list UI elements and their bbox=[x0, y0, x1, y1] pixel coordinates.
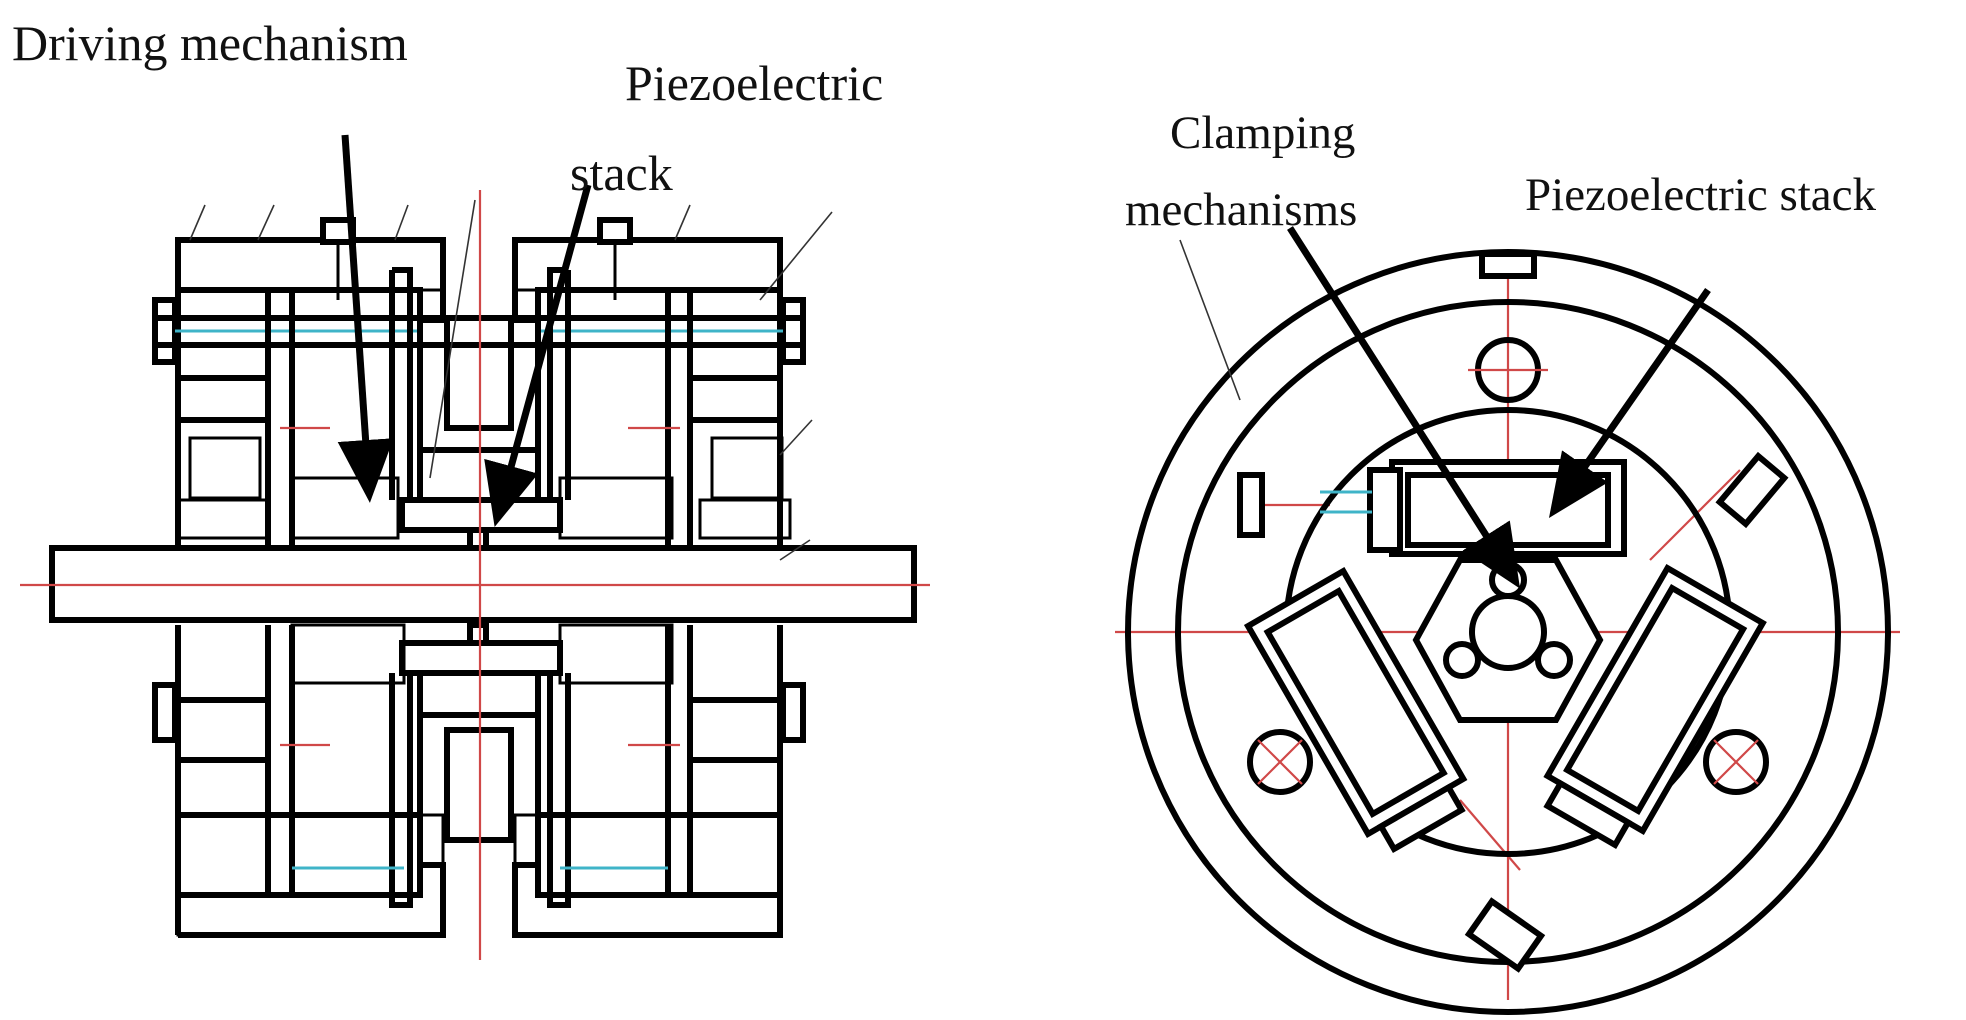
ring-notches bbox=[1237, 451, 1789, 973]
clamping-mechanisms-arrow bbox=[1287, 226, 1521, 589]
lower-right-piezo-stack-assembly bbox=[1543, 563, 1767, 850]
left-center-lines bbox=[20, 190, 930, 960]
mounting-holes bbox=[1247, 337, 1769, 795]
right-leader-hairline bbox=[1179, 239, 1241, 401]
driving-mechanism-arrow bbox=[337, 134, 394, 503]
right-piezo-stack-arrow bbox=[1548, 287, 1711, 518]
leader-hairlines bbox=[189, 199, 833, 561]
left-coil-block bbox=[188, 436, 262, 500]
right-end-view: Clamping mechanisms Piezoelectric stack bbox=[1115, 107, 1900, 1015]
clamping-label-line2: mechanisms bbox=[1125, 184, 1357, 236]
housing-outline bbox=[152, 217, 806, 938]
left-piezo-label-line2: stack bbox=[570, 145, 673, 201]
driving-mechanism-label: Driving mechanism bbox=[12, 15, 408, 71]
clamping-label-line1: Clamping bbox=[1170, 107, 1355, 159]
left-piezo-stack-arrow bbox=[484, 184, 592, 528]
top-piezo-stack-assembly bbox=[1320, 459, 1627, 557]
top-tab bbox=[1479, 251, 1537, 279]
central-clamp-hub bbox=[1412, 557, 1604, 723]
left-cross-section-view: Driving mechanism Piezoelectric stack bbox=[12, 15, 930, 960]
right-coil-block bbox=[710, 436, 784, 500]
lower-left-piezo-stack-assembly bbox=[1243, 566, 1468, 854]
left-piezo-label-line1: Piezoelectric bbox=[625, 55, 883, 111]
right-piezo-stack-label: Piezoelectric stack bbox=[1525, 169, 1877, 221]
